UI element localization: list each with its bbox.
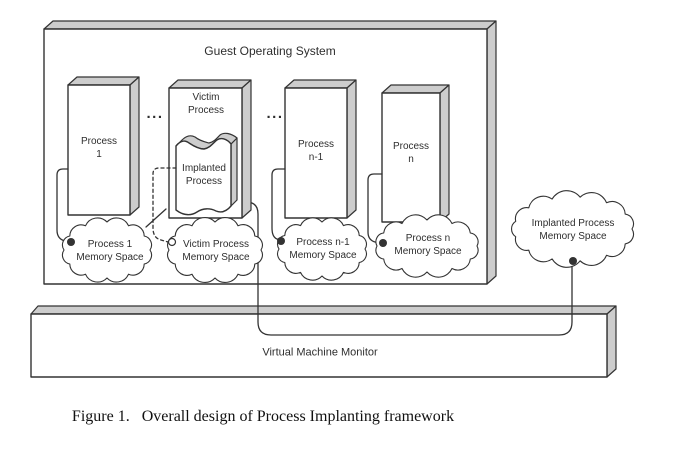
ellipsis-right: ... xyxy=(266,105,284,122)
ellipsis-left: ... xyxy=(146,105,164,122)
figure-caption: Figure 1. Overall design of Process Impl… xyxy=(71,408,455,425)
memory-cloud-process-n-1 xyxy=(277,217,367,281)
connector-open-circle-victim xyxy=(167,237,177,247)
process-box-n xyxy=(381,84,450,223)
implanted-process-shape xyxy=(175,132,238,216)
cloud-label-process-1: Process 1 Memory Space xyxy=(76,239,144,263)
cloud-label-process-n-1: Process n-1 Memory Space xyxy=(289,237,357,261)
vmm-box xyxy=(30,305,617,378)
process-n-1-label: Process n-1 xyxy=(297,139,335,163)
process-n-label: Process n xyxy=(392,141,430,165)
connector-process-1 xyxy=(56,168,71,243)
connector-dot-implanted xyxy=(569,257,577,265)
guest-os-label: Guest Operating System xyxy=(204,44,336,58)
connector-victim-dashed xyxy=(152,167,177,243)
vmm-label: Virtual Machine Monitor xyxy=(262,346,378,359)
cloud-label-implanted: Implanted Process Memory Space xyxy=(531,218,615,242)
memory-cloud-implanted xyxy=(510,190,635,268)
implanted-process-label: Implanted Process xyxy=(182,163,226,187)
connector-process-n xyxy=(367,173,383,244)
connector-process-n-1 xyxy=(271,168,286,242)
memory-cloud-victim xyxy=(167,217,263,283)
connector-dot-process-n-1 xyxy=(277,237,285,245)
connector-dot-process-1 xyxy=(67,238,75,246)
process-box-n-1 xyxy=(284,79,357,219)
connector-dot-process-n xyxy=(379,239,387,247)
connector-implanted-to-vmm xyxy=(233,201,573,336)
cloud-label-process-n: Process n Memory Space xyxy=(394,233,462,257)
cloud-label-victim: Victim Process Memory Space xyxy=(182,239,250,263)
victim-process-label: Victim Process xyxy=(187,92,225,116)
connector-break-slash xyxy=(145,208,167,228)
memory-cloud-process-1 xyxy=(61,217,153,283)
process-1-label: Process 1 xyxy=(80,136,118,160)
memory-cloud-process-n xyxy=(375,214,479,278)
process-box-1 xyxy=(67,76,140,216)
